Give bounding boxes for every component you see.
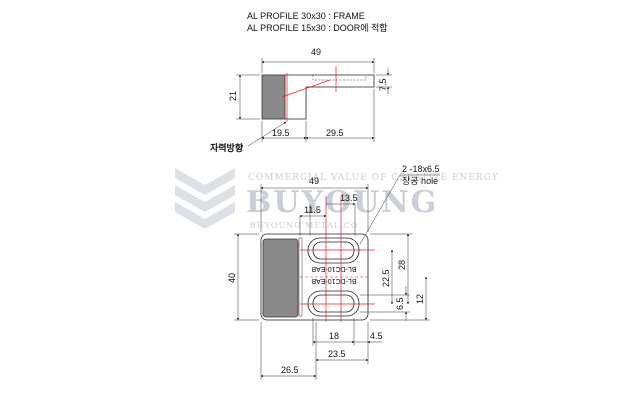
part-code-lower: BL-DC10-EAB (311, 277, 356, 284)
upper-slot-hole (312, 241, 355, 260)
watermark: COMMERCIAL VALUE OF CREATIVE ENERGY BUYO… (175, 168, 499, 230)
front-dim-width: 49 (309, 176, 319, 186)
front-dim-hole-width: 13.5 (340, 193, 358, 203)
note-line1: AL PROFILE 30x30 : FRAME (247, 11, 365, 21)
front-dim-6-5: 6.5 (395, 297, 405, 310)
lower-slot-outer (307, 290, 360, 317)
hole-spec-label: 2 -18x6.5 (402, 164, 440, 174)
top-dim-width: 49 (311, 47, 321, 57)
part-code-upper: BL-DC10-EAB (311, 265, 356, 272)
front-view-magnet (262, 238, 299, 318)
magnetic-direction-label: 자력방향 (210, 142, 244, 153)
front-dim-12: 12 (415, 294, 425, 304)
front-dim-22-5: 22.5 (381, 269, 391, 287)
hole-type-label: 장공 hole (402, 176, 438, 186)
front-dim-18: 18 (329, 331, 339, 341)
top-dim-height: 21 (228, 91, 238, 101)
front-dim-4-5: 4.5 (370, 331, 383, 341)
top-dim-left-part: 19.5 (272, 128, 290, 138)
front-dim-hole-spacing: 11.5 (304, 205, 321, 215)
front-view: BL-DC10-EAB BL-DC10-EAB 49 13.5 11.5 40 … (227, 164, 440, 380)
top-view: 49 21 7.5 19.5 29.5 자력방향 (210, 47, 392, 153)
front-dim-28: 28 (397, 260, 407, 270)
upper-slot-outer (307, 237, 360, 264)
front-dim-26-5: 26.5 (281, 365, 299, 375)
top-view-magnet (261, 74, 286, 120)
note-line2: AL PROFILE 15x30 : DOOR에 적합 (247, 22, 388, 33)
top-dim-right-part: 29.5 (326, 128, 344, 138)
watermark-line3: BUYOUNG METAL CO (250, 221, 358, 230)
watermark-line1: COMMERCIAL VALUE OF CREATIVE ENERGY (248, 173, 499, 183)
top-dim-depth: 7.5 (378, 78, 388, 91)
top-view-body (285, 74, 375, 120)
watermark-logo-icon (175, 168, 235, 229)
lower-slot-hole (312, 294, 355, 313)
front-dim-23-5: 23.5 (328, 349, 346, 359)
front-dim-height: 40 (227, 273, 237, 283)
